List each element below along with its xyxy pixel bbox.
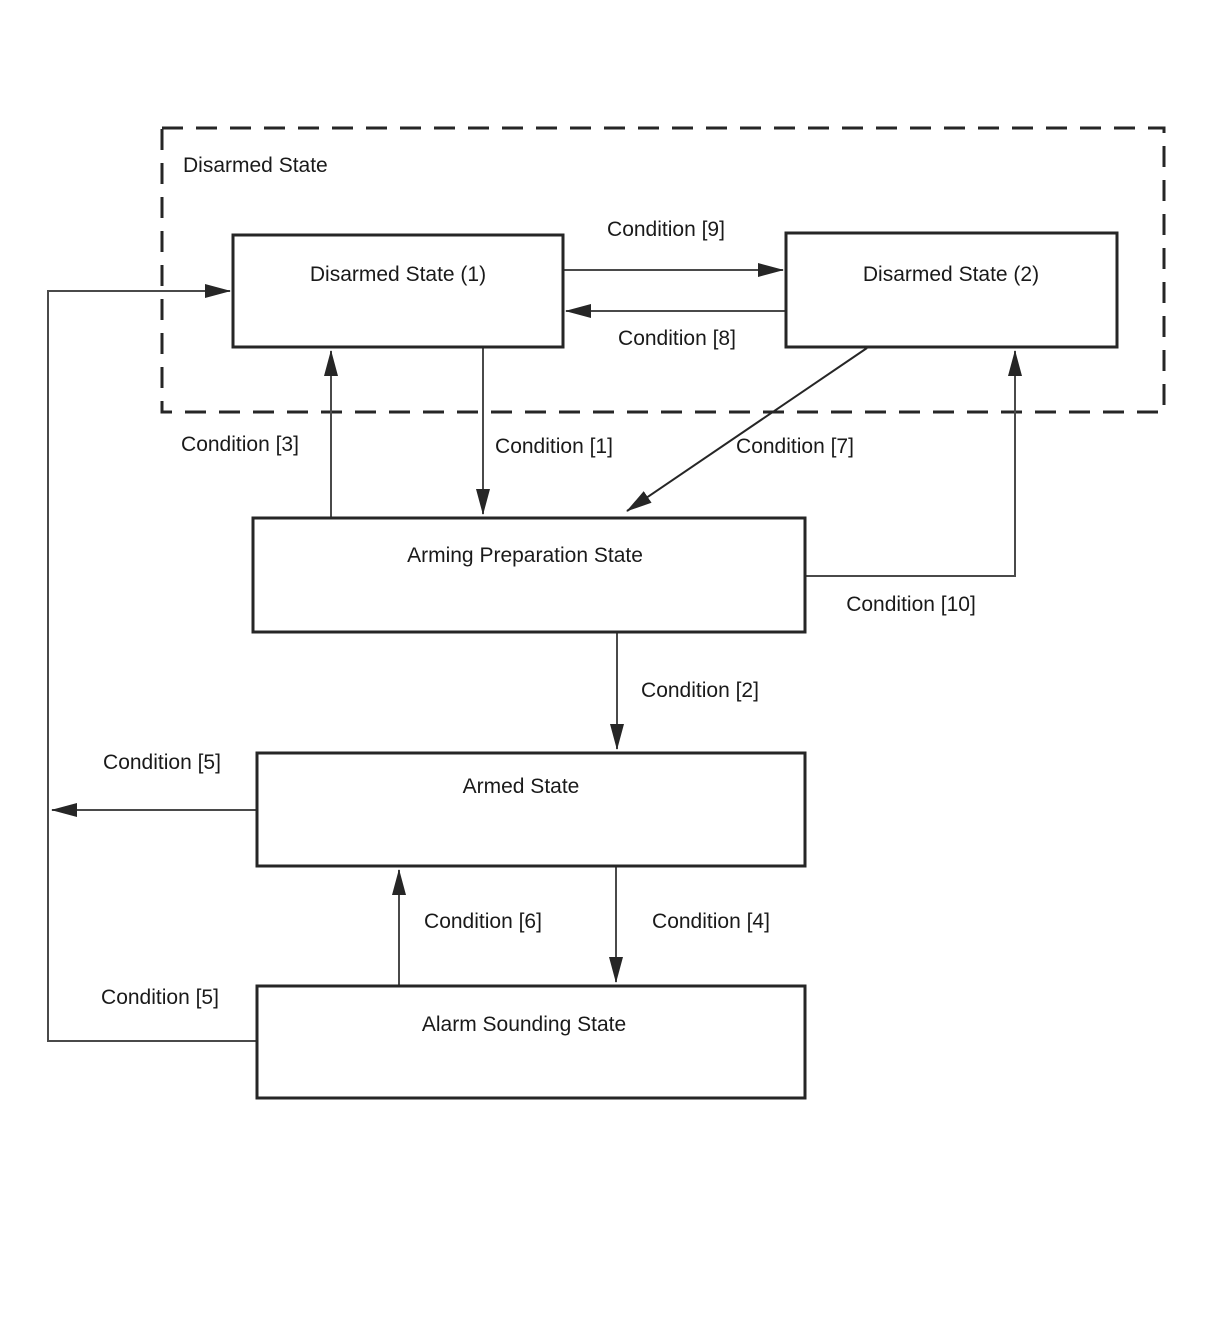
condition-label-5-bottom: Condition [5] <box>101 986 219 1009</box>
state-box-armed-state <box>255 751 807 868</box>
state-label-disarmed-state-1: Disarmed State (1) <box>310 263 486 286</box>
state-label-disarmed-state-2: Disarmed State (2) <box>863 263 1039 286</box>
condition-label-7: Condition [7] <box>736 435 854 458</box>
condition-label-4: Condition [4] <box>652 910 770 933</box>
state-label-arming-preparation-state: Arming Preparation State <box>407 544 643 567</box>
state-box-alarm-sounding-state <box>255 984 807 1100</box>
condition-label-9: Condition [9] <box>607 218 725 241</box>
state-label-armed-state: Armed State <box>463 775 580 798</box>
condition-label-2: Condition [2] <box>641 679 759 702</box>
state-label-alarm-sounding-state: Alarm Sounding State <box>422 1013 626 1036</box>
disarmed-group-label: Disarmed State <box>183 154 328 177</box>
state-box-disarmed-state-1 <box>231 233 565 349</box>
state-box-arming-preparation-state <box>251 516 807 634</box>
state-box-disarmed-state-2 <box>784 231 1119 349</box>
condition-label-8: Condition [8] <box>618 327 736 350</box>
transition-return-rail-condition-5 <box>47 284 257 1042</box>
condition-label-1: Condition [1] <box>495 435 613 458</box>
transition-condition-7 <box>626 347 868 512</box>
condition-label-3: Condition [3] <box>181 433 299 456</box>
transition-condition-10 <box>805 350 1022 577</box>
disarmed-group-box <box>160 126 1166 414</box>
condition-label-10: Condition [10] <box>846 593 976 616</box>
condition-label-5-top: Condition [5] <box>103 751 221 774</box>
condition-label-6: Condition [6] <box>424 910 542 933</box>
